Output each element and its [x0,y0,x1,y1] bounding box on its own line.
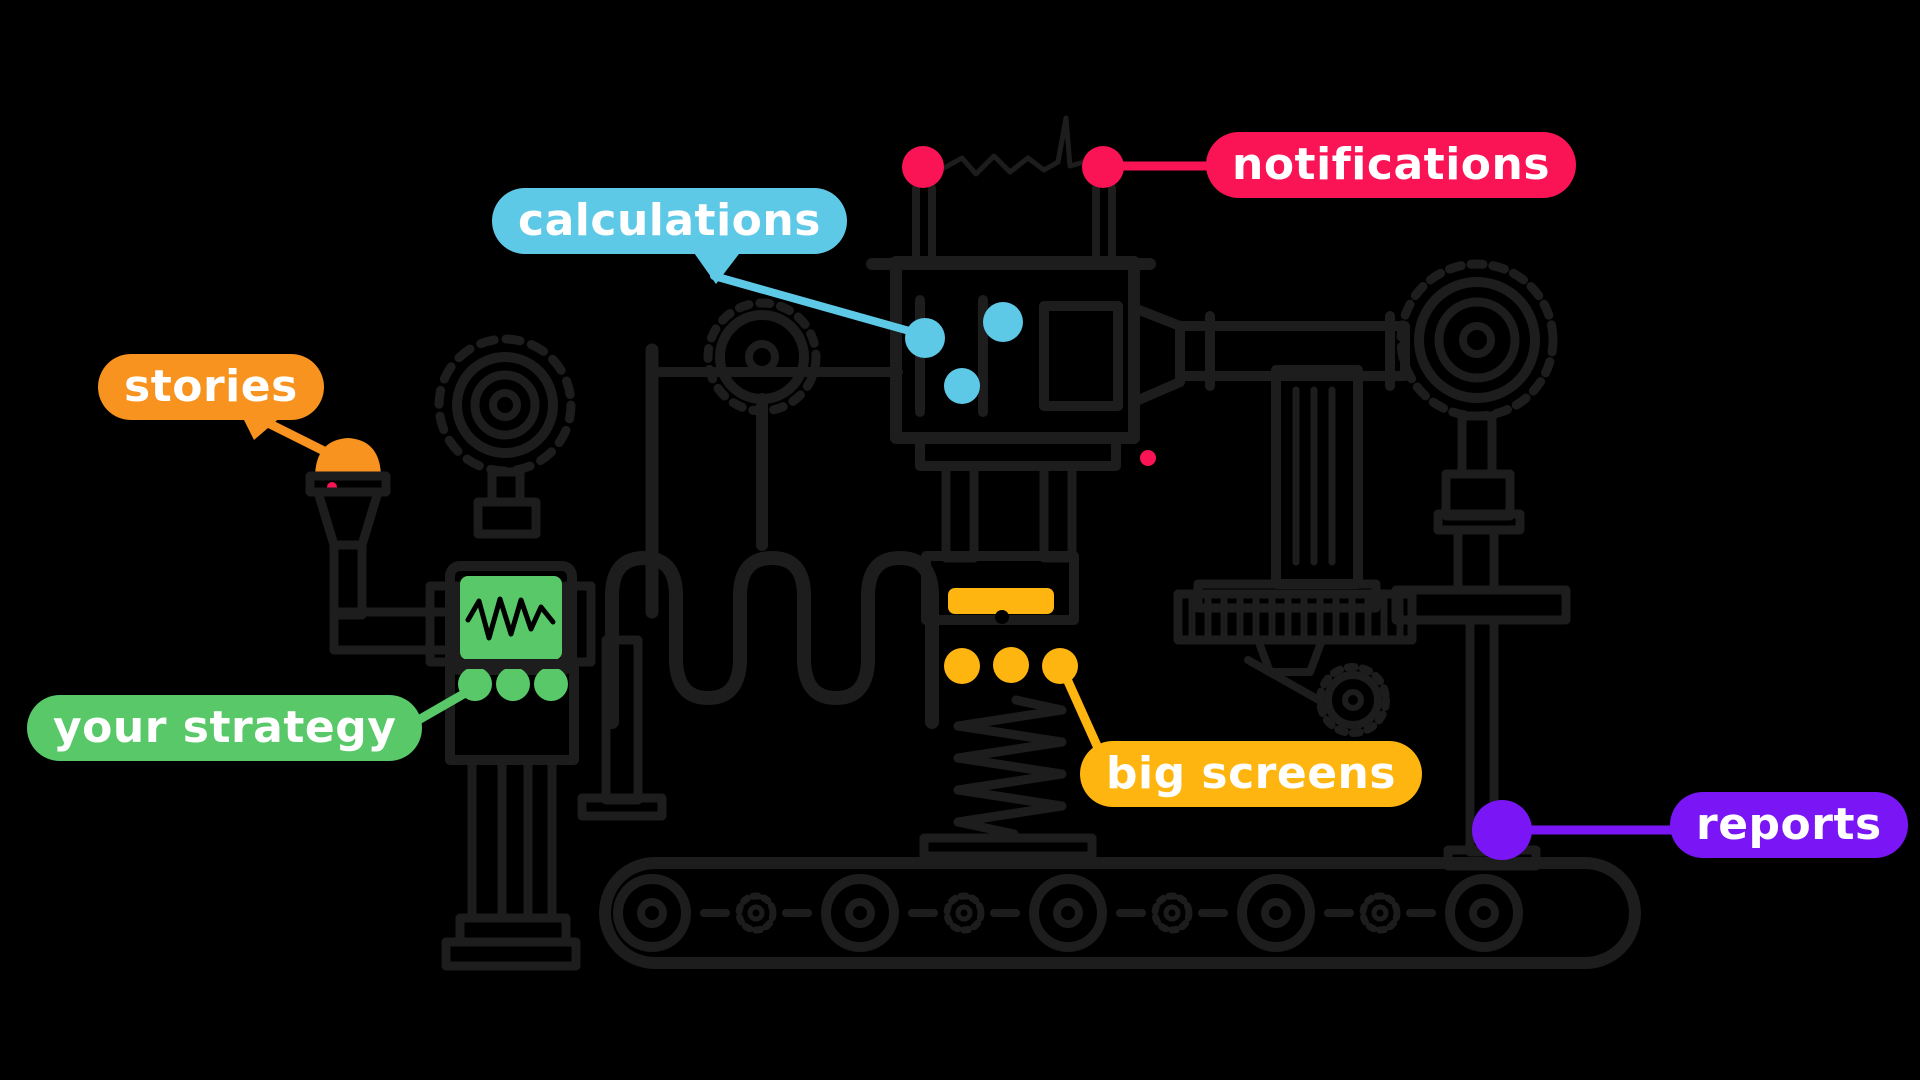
coil-tubes [577,551,939,821]
label-calculations: calculations [492,188,847,254]
belt-cogs [700,892,1436,934]
label-stories: stories [98,354,324,420]
press-bar [948,588,1054,614]
calculation-dots [905,302,1023,404]
stories-connector [253,413,343,463]
spring [953,695,1067,839]
calculations-connector [710,272,924,338]
label-notifications: notifications [1206,132,1577,198]
big-screens-connector [1057,663,1103,753]
label-reports: reports [1670,792,1908,858]
calculations-pointer [692,250,742,284]
story-hopper-dome [315,438,381,478]
side-indicator-dot [1140,450,1156,466]
waveform-line [465,596,556,641]
big-screen-dots [944,647,1078,684]
gearbox-ribs [1188,594,1404,640]
strategy-screen [460,576,562,660]
label-connectors [238,161,1681,860]
antenna-wire [941,115,1087,177]
left-robot [425,334,596,971]
plumbing-left [645,298,903,619]
label-big-screens: big screens [1080,741,1423,807]
story-hopper [305,438,457,655]
label-your-strategy: your strategy [27,695,423,761]
conveyor-belt [599,857,1641,969]
belt-rollers [613,874,1523,952]
